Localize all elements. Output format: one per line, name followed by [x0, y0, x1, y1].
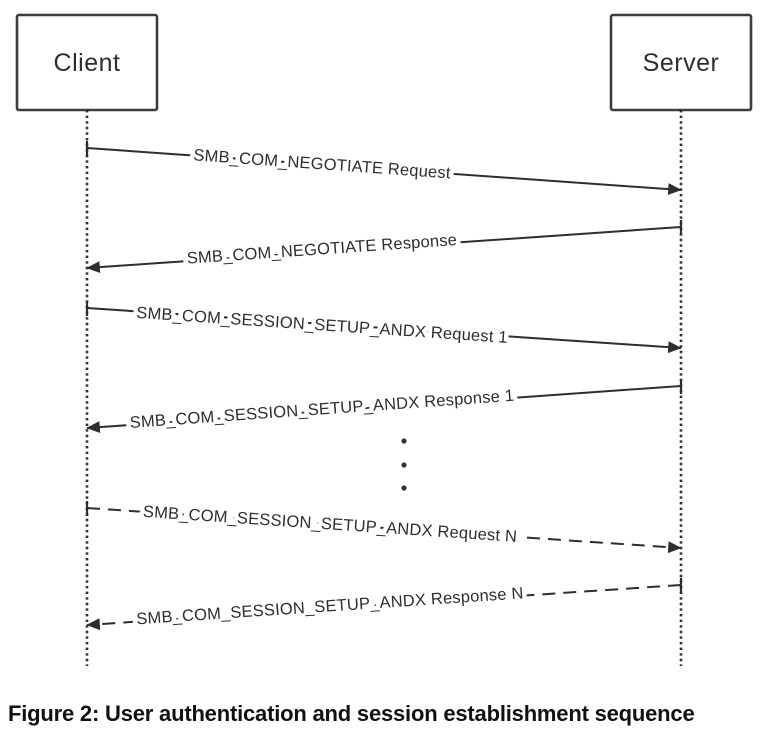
actor-server: Server	[609, 13, 753, 112]
actor-label-server: Server	[643, 49, 720, 77]
figure-caption: Figure 2: User authentication and sessio…	[8, 701, 695, 726]
message-session-setup-response-n: SMB_COM_SESSION_SETUP_ANDX Response N	[86, 578, 683, 633]
message-label: SMB_COM_SESSION_SETUP_ANDX Request 1	[136, 304, 509, 347]
message-session-setup-response-1: SMB_COM_SESSION_SETUP_ANDX Response 1	[86, 379, 683, 436]
message-line	[86, 584, 682, 631]
message-session-setup-request-1: SMB_COM_SESSION_SETUP_ANDX Request 1	[85, 299, 682, 354]
message-line	[86, 385, 682, 434]
message-label: SMB_COM_SESSION_SETUP_ANDX Request N	[142, 503, 517, 546]
ellipsis-dot	[401, 462, 407, 468]
actor-client: Client	[15, 13, 159, 112]
message-negotiate-response: SMB_COM_NEGOTIATE Response	[86, 220, 683, 274]
ellipsis-dot	[401, 485, 407, 491]
message-negotiate-request: SMB_COM_NEGOTIATE Request	[85, 141, 682, 196]
message-label: SMB_COM_NEGOTIATE Response	[186, 231, 457, 268]
ellipsis-dot	[401, 438, 407, 444]
sequence-diagram: Client Server SMB_COM_NEGOTIATE Request …	[15, 13, 753, 666]
message-line	[86, 307, 682, 354]
ellipsis	[401, 438, 407, 491]
message-line	[86, 226, 682, 274]
actor-label-client: Client	[54, 49, 121, 77]
message-label: SMB_COM_NEGOTIATE Request	[193, 146, 452, 182]
message-line	[86, 507, 682, 554]
message-label: SMB_COM_SESSION_SETUP_ANDX Response N	[136, 584, 524, 628]
message-label: SMB_COM_SESSION_SETUP_ANDX Response 1	[129, 387, 515, 432]
message-session-setup-request-n: SMB_COM_SESSION_SETUP_ANDX Request N	[85, 498, 682, 554]
message-line	[86, 147, 682, 196]
